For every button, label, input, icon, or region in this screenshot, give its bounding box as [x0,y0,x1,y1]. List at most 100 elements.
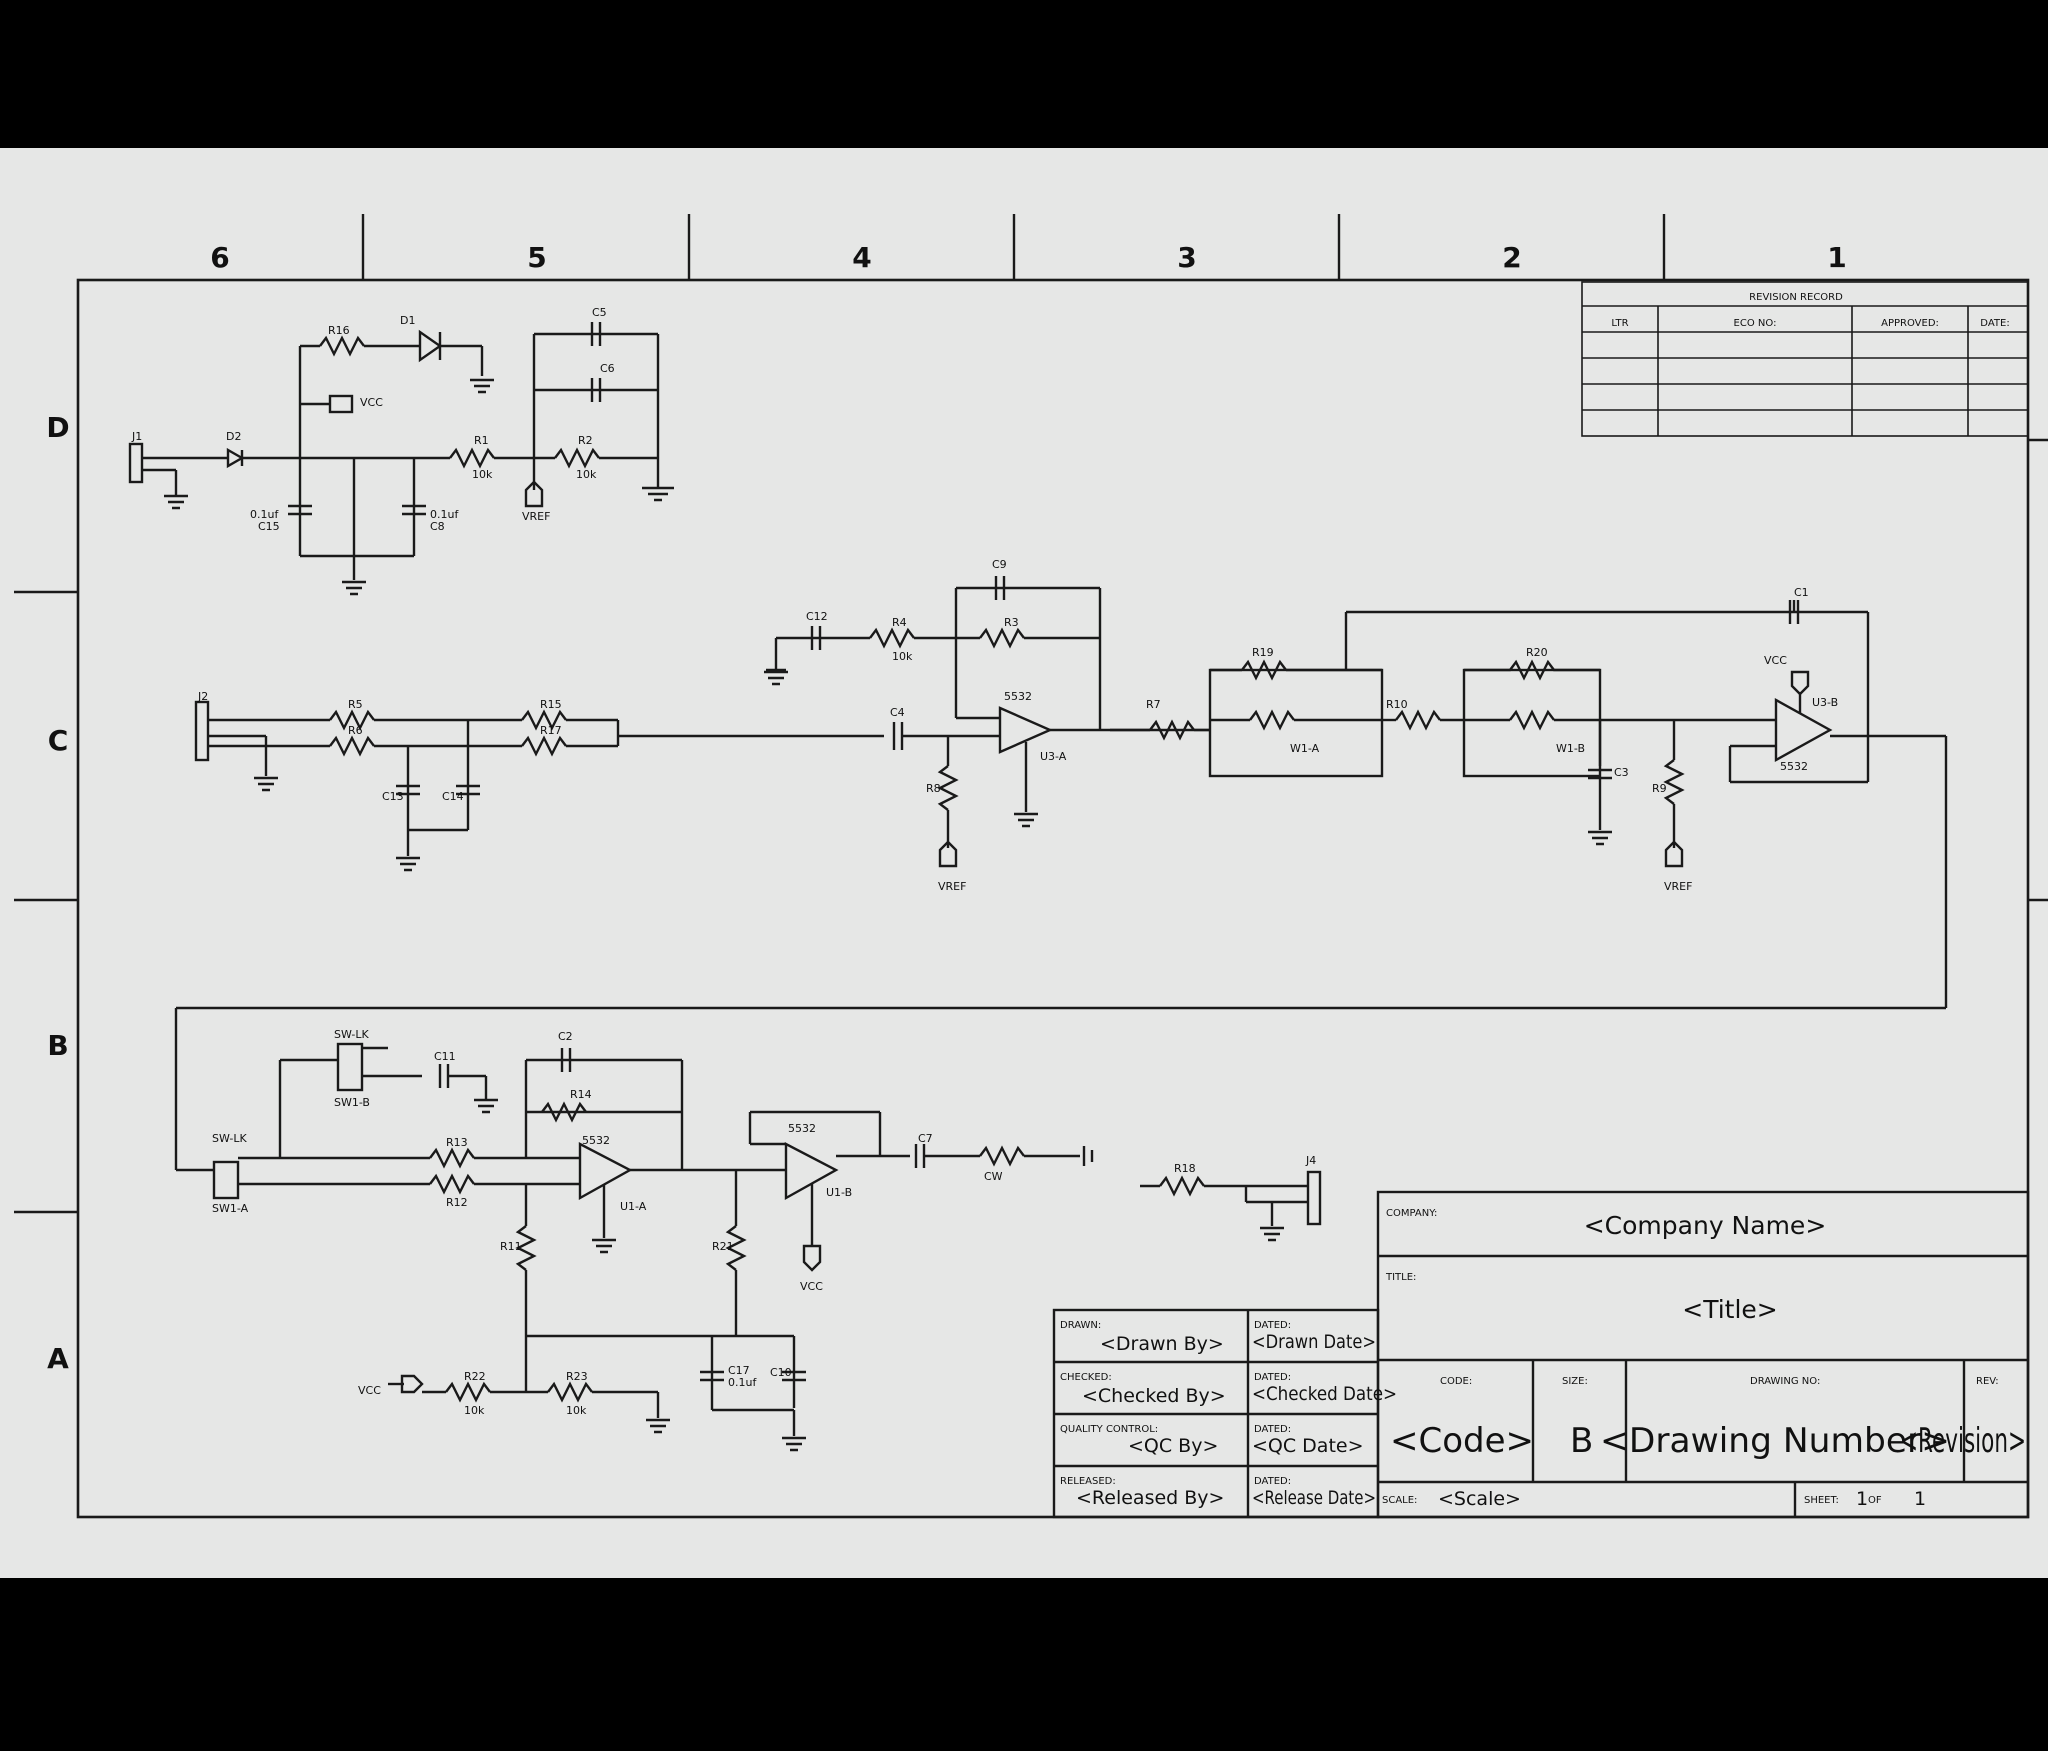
label-j2: J2 [197,690,208,703]
zone-row-b: B [47,1029,68,1062]
label-c14: C14 [442,790,464,803]
revision-header-approved: APPROVED: [1881,318,1939,329]
label-r15: R15 [540,698,562,711]
output-stage-circuit: SW-LK SW1-B C11 SW-LK SW1-A R13 R12 R11 … [176,1028,1322,1436]
label-c8-value: 0.1uf [430,508,459,521]
scale-label: SCALE: [1382,1495,1417,1506]
sheet-value: 1 [1856,1488,1868,1510]
checked-date: <Checked Date> [1252,1383,1397,1405]
label-r17: R17 [540,724,562,737]
checked-label: CHECKED: [1060,1372,1112,1383]
label-r8: R8 [926,782,941,795]
checked-by: <Checked By> [1082,1385,1226,1407]
title-block: COMPANY: <Company Name> TITLE: <Title> C… [1376,1190,2030,1519]
label-c8: C8 [430,520,445,533]
revision-header-date: DATE: [1980,318,2009,329]
checked-date-label: DATED: [1254,1372,1291,1383]
revision-header-ltr: LTR [1611,318,1628,329]
zone-row-d: D [46,411,69,444]
label-c10: C10 [770,1366,792,1379]
label-c17: C17 [728,1364,750,1377]
size-label: SIZE: [1562,1376,1588,1387]
zone-col-3: 3 [1177,241,1196,274]
scale-value: <Scale> [1438,1488,1521,1510]
label-r16: R16 [328,324,350,337]
label-u3a-type: 5532 [1004,690,1032,703]
of-label: OF [1868,1495,1882,1506]
zone-col-2: 2 [1502,241,1521,274]
label-r18: R18 [1174,1162,1196,1175]
label-c4: C4 [890,706,905,719]
qc-by: <QC By> [1128,1435,1218,1457]
drawn-date: <Drawn Date> [1252,1331,1376,1353]
company-name: <Company Name> [1584,1211,1827,1240]
label-u3b-type: 5532 [1780,760,1808,773]
sheet-label: SHEET: [1804,1495,1839,1506]
label-r12: R12 [446,1196,468,1209]
label-vcc-left: VCC [358,1384,381,1397]
label-c17-value: 0.1uf [728,1376,757,1389]
label-r20: R20 [1526,646,1548,659]
label-c12: C12 [806,610,828,623]
released-date-label: DATED: [1254,1476,1291,1487]
label-vcc-top: VCC [360,396,383,409]
label-u3a: U3-A [1040,750,1067,763]
drawing-title: <Title> [1682,1295,1777,1324]
released-by: <Released By> [1076,1487,1224,1509]
zone-col-5: 5 [527,241,546,274]
label-c6: C6 [600,362,615,375]
drawn-by: <Drawn By> [1100,1333,1224,1355]
label-vref-right: VREF [1664,880,1692,893]
label-vcc-bottom: VCC [800,1280,823,1293]
filter-stage-circuit: J2 R5 R6 R15 R17 C13 C14 C12 R4 10k R3 C… [174,558,1948,1170]
released-label: RELEASED: [1060,1476,1116,1487]
label-w1a: W1-A [1290,742,1320,755]
label-cw: CW [984,1170,1003,1183]
power-supply-circuit: R16 D1 D2 VCC R1 R2 10k 10k J1 C15 0.1uf… [128,306,660,580]
qc-label: QUALITY CONTROL: [1060,1424,1158,1435]
ground-symbols [164,378,1612,1452]
zone-col-4: 4 [852,241,871,274]
label-r22-value: 10k [464,1404,485,1417]
label-r23-value: 10k [566,1404,587,1417]
size-value: B [1570,1421,1593,1461]
label-r2: R2 [578,434,593,447]
label-r14: R14 [570,1088,592,1101]
label-vref-top: VREF [522,510,550,523]
of-value: 1 [1914,1488,1926,1510]
label-c11: C11 [434,1050,456,1063]
label-r11: R11 [500,1240,522,1253]
label-r21: R21 [712,1240,734,1253]
label-c15: C15 [258,520,280,533]
rev-value: <Revision> [1900,1421,2026,1461]
label-r6: R6 [348,724,363,737]
label-r19: R19 [1252,646,1274,659]
released-date: <Release Date> [1252,1487,1376,1509]
label-w1b: W1-B [1556,742,1585,755]
code-value: <Code> [1390,1421,1534,1461]
label-r2-value: 10k [576,468,597,481]
label-u1a-type: 5532 [582,1134,610,1147]
label-r4-value: 10k [892,650,913,663]
label-c9: C9 [992,558,1007,571]
company-label: COMPANY: [1386,1208,1437,1219]
zone-row-a: A [47,1342,69,1375]
label-r7: R7 [1146,698,1161,711]
schematic-sheet [0,148,2048,1578]
drawing-no-value: <Drawing Number> [1600,1421,1950,1461]
label-r5: R5 [348,698,363,711]
label-sw1a: SW1-A [212,1202,249,1215]
label-r10: R10 [1386,698,1408,711]
qc-date-label: DATED: [1254,1424,1291,1435]
code-label: CODE: [1440,1376,1472,1387]
rev-label: REV: [1976,1376,1999,1387]
label-swlk-bottom: SW-LK [212,1132,248,1145]
label-vref-mid: VREF [938,880,966,893]
label-swlk-top: SW-LK [334,1028,370,1041]
label-j1: J1 [131,430,142,443]
label-r3: R3 [1004,616,1019,629]
label-r1: R1 [474,434,489,447]
drawing-no-label: DRAWING NO: [1750,1376,1820,1387]
label-c15-value: 0.1uf [250,508,279,521]
